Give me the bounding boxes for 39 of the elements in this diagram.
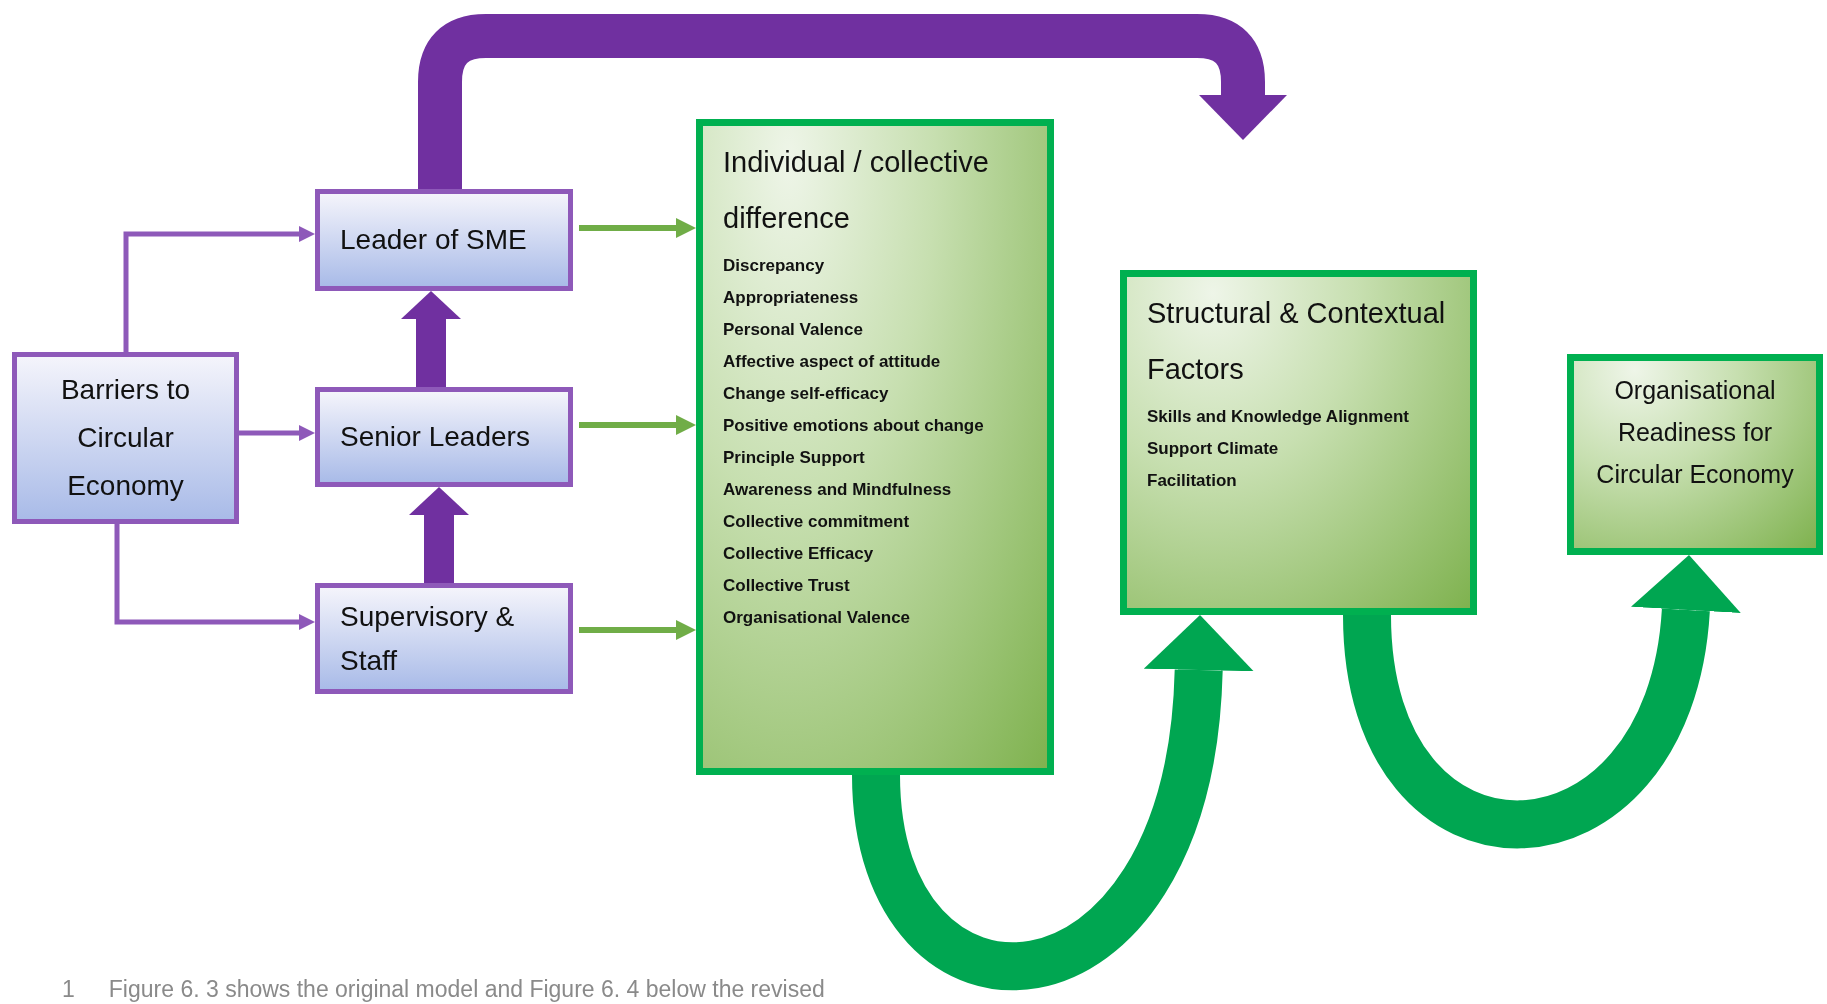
factor-item: Change self-efficacy bbox=[723, 383, 890, 405]
outcome-box bbox=[1567, 354, 1823, 555]
arrow bbox=[579, 415, 696, 435]
box-label: Leader of SME bbox=[340, 223, 528, 257]
barrier-box bbox=[12, 352, 239, 524]
panel-heading: Individual / collective difference bbox=[723, 145, 990, 236]
factor-item: Appropriateness bbox=[723, 287, 860, 309]
role-box bbox=[315, 583, 573, 694]
factor-item: Discrepancy bbox=[723, 255, 826, 277]
factor-item: Affective aspect of attitude bbox=[723, 351, 942, 373]
footnote-number: 1 bbox=[62, 976, 75, 1003]
factor-item: Positive emotions about change bbox=[723, 415, 985, 437]
factor-item: Principle Support bbox=[723, 447, 866, 469]
factor-item: Personal Valence bbox=[723, 319, 864, 341]
factor-item: Facilitation bbox=[1147, 470, 1238, 492]
arrow bbox=[239, 425, 315, 441]
factor-panel bbox=[696, 119, 1054, 775]
box-label: Senior Leaders bbox=[340, 420, 531, 454]
block-arrow bbox=[409, 487, 469, 583]
panel-heading: Structural & Contextual Factors bbox=[1147, 296, 1447, 387]
factor-item: Organisational Valence bbox=[723, 607, 912, 629]
role-box bbox=[315, 387, 573, 487]
footnote-text: Figure 6. 3 shows the original model and Figure 6. 4 below the revised bbox=[108, 976, 825, 1003]
role-box bbox=[315, 189, 573, 291]
box-label: Organisational Readiness for Circular Economy bbox=[1595, 375, 1795, 490]
arrow bbox=[579, 620, 696, 640]
factor-item: Collective Trust bbox=[723, 575, 851, 597]
factor-item: Awareness and Mindfulness bbox=[723, 479, 953, 501]
arrow bbox=[123, 226, 315, 352]
box-label: Barriers to Circular Economy bbox=[59, 373, 192, 503]
factor-item: Collective commitment bbox=[723, 511, 911, 533]
arrow bbox=[579, 218, 696, 238]
arrow bbox=[114, 524, 315, 630]
factor-item: Support Climate bbox=[1147, 438, 1280, 460]
factor-item: Collective Efficacy bbox=[723, 543, 875, 565]
block-arrow bbox=[401, 291, 461, 387]
box-label: Supervisory & Staff bbox=[340, 599, 516, 678]
factor-panel bbox=[1120, 270, 1477, 615]
factor-item: Skills and Knowledge Alignment bbox=[1147, 406, 1410, 428]
